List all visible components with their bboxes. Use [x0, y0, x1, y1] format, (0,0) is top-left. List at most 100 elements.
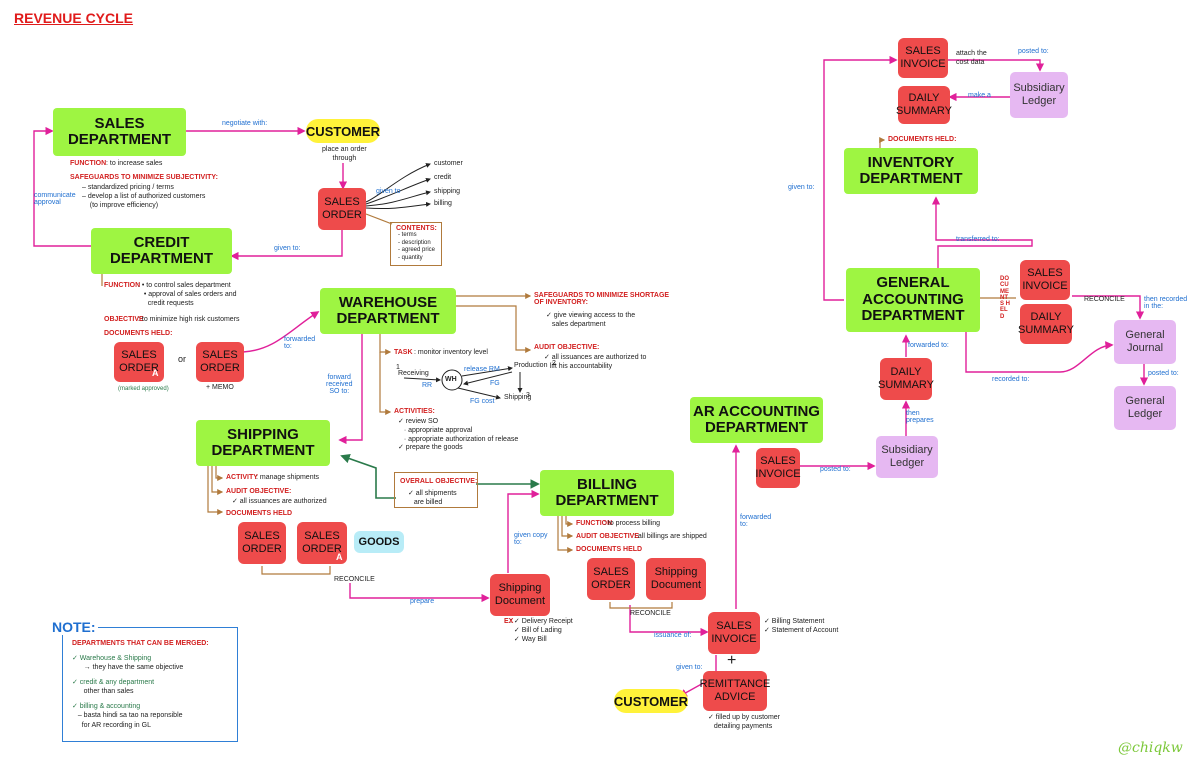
label-recorded: recorded to:: [992, 376, 1030, 383]
label-prepare: prepare: [410, 598, 435, 605]
or-label: or: [178, 354, 187, 364]
link-salesorder-customer-branch: [365, 163, 431, 203]
sales-order-doc-ship1: SALES ORDER: [238, 522, 286, 564]
wh-circle: [441, 369, 463, 391]
label-communicate: communicate approval: [34, 192, 76, 206]
merge-note-box: [62, 627, 238, 742]
wh-fg-cost-label: FG cost: [470, 398, 495, 405]
link-ga-journal: [965, 332, 1114, 373]
link-wh-activities: [379, 352, 392, 415]
shipping-department-node: SHIPPING DEPARTMENT: [196, 420, 330, 466]
credit-docs-heading: DOCUMENTS HELD:: [104, 330, 173, 337]
label-given-copy: given copy to:: [514, 532, 548, 546]
page-title: REVENUE CYCLE: [14, 10, 134, 26]
wh-audit-heading: AUDIT OBJECTIVE:: [534, 344, 600, 351]
inventory-department-node: INVENTORY DEPARTMENT: [844, 148, 978, 194]
note-item-3: ✓ credit & any department: [72, 679, 155, 686]
wh-step-3: 3: [526, 392, 530, 399]
note-heading: DEPARTMENTS THAT CAN BE MERGED:: [72, 640, 209, 647]
label-attach-cost: attach the cost data: [956, 50, 987, 66]
overall-text: ✓ all shipments are billed: [408, 490, 457, 506]
ship-activity-text: : manage shipments: [256, 474, 320, 481]
link-salesorder-shipping-branch: [365, 190, 431, 207]
contents-heading: CONTENTS:: [396, 225, 437, 232]
note-item-6: – basta hindi sa tao na reponsible: [72, 712, 183, 719]
goods-node: GOODS: [354, 531, 404, 553]
link-salesorder-credit: [230, 230, 343, 261]
sales-function-text: : to increase sales: [106, 160, 163, 167]
daily-summary-ga: DAILY SUMMARY: [1018, 304, 1074, 344]
label-reconcile-1: RECONCILE: [334, 576, 375, 583]
link-inv-docs: [879, 137, 886, 148]
plus-mark: +: [727, 652, 737, 669]
note-item-5: ✓ billing & accounting: [72, 703, 141, 710]
link-warehouse-shipping: [338, 334, 363, 445]
link-wh-task: [379, 334, 392, 355]
label-issuance: issuance of:: [654, 632, 692, 639]
label-place-order: place an order through: [322, 146, 367, 162]
billing-department-node: BILLING DEPARTMENT: [540, 470, 674, 516]
customer-node-bottom: CUSTOMER: [614, 689, 688, 713]
credit-function-text: : • to control sales department • approv…: [138, 282, 237, 307]
bill-audit-text: : all billings are shipped: [634, 533, 707, 540]
credit-objective-heading: OBJECTIVE: [104, 316, 144, 323]
sales-invoice-ga: SALES INVOICE: [1020, 260, 1070, 300]
label-reconcile-3: RECONCILE: [1084, 296, 1125, 303]
general-accounting-department-node: GENERAL ACCOUNTING DEPARTMENT: [846, 268, 980, 332]
credit-department-node: CREDIT DEPARTMENT: [91, 228, 232, 274]
daily-summary-mid: DAILY SUMMARY: [878, 358, 934, 400]
sales-safeguards-text: – standardized pricing / terms – develop…: [82, 184, 206, 209]
link-bill-docs: [557, 516, 574, 553]
bill-audit-heading: AUDIT OBJECTIVE: [576, 533, 640, 540]
label-posted-2: posted to:: [1148, 370, 1179, 377]
shipping-document-billing: Shipping Document: [646, 558, 706, 600]
sales-order-doc-memo: SALES ORDER: [196, 342, 244, 382]
link-ga-inventory: [931, 196, 1033, 268]
sales-invoice-ar: SALES INVOICE: [755, 448, 801, 488]
link-reconcile-shipdoc: [349, 583, 490, 603]
link-shipdoc-billing: [507, 489, 540, 573]
subsidiary-ledger-mid: Subsidiary Ledger: [876, 436, 938, 478]
note-item-4: other than sales: [72, 688, 134, 695]
link-ship-audit: [211, 466, 224, 495]
label-forwarded-3: forwarded to:: [908, 342, 949, 349]
subsidiary-ledger-top: Subsidiary Ledger: [1010, 72, 1068, 118]
mark-a-credit: A: [152, 368, 159, 378]
target-credit: credit: [434, 174, 452, 181]
wh-task-heading: TASK: [394, 349, 413, 356]
label-posted-3: posted to:: [1018, 48, 1049, 55]
bill-function-heading: FUNCTION: [576, 520, 613, 527]
wh-shipping-arrow: [457, 387, 501, 400]
target-billing: billing: [434, 200, 452, 207]
sales-safeguards-heading: SAFEGUARDS TO MINIMIZE SUBJECTIVITY:: [70, 174, 218, 181]
general-journal: General Journal: [1114, 320, 1176, 364]
link-ga-topinvoice: [823, 55, 898, 301]
link-so-contents: [365, 213, 393, 225]
wh-production-return: [463, 371, 513, 386]
wh-task-text: : monitor inventory level: [414, 349, 488, 356]
signature: @chiqkw: [1118, 740, 1183, 756]
note-title: NOTE:: [50, 619, 98, 635]
label-given-to-4: given to:: [788, 184, 815, 191]
shipdoc-examples-text: : ✓ Delivery Receipt ✓ Bill of Lading ✓ …: [510, 618, 573, 643]
plus-memo-label: + MEMO: [206, 384, 234, 391]
customer-node-top: CUSTOMER: [306, 119, 380, 143]
note-item-2: → they have the same objective: [72, 664, 184, 671]
ship-audit-heading: AUDIT OBJECTIVE:: [226, 488, 292, 495]
contents-list: - terms - description - agreed price - q…: [398, 232, 436, 261]
link-ship-reconcile: [261, 566, 331, 575]
daily-summary-top: DAILY SUMMARY: [896, 86, 952, 124]
label-transferred: transferred to:: [956, 236, 1000, 243]
link-salesorder-billing-branch: [365, 201, 431, 210]
link-ship-docs: [207, 466, 224, 515]
wh-receiving-label: Receiving: [398, 370, 429, 377]
link-billing-invoice: [629, 605, 709, 637]
invoice-types-text: ✓ Billing Statement ✓ Statement of Accou…: [764, 618, 839, 634]
credit-objective-text: : to minimize high risk customers: [138, 316, 240, 323]
wh-release-rm-label: release RM: [464, 366, 500, 373]
shipdoc-examples-heading: EX: [504, 618, 514, 625]
wh-receiving-arrow: [403, 377, 441, 383]
wh-fg-label: FG: [490, 380, 500, 387]
